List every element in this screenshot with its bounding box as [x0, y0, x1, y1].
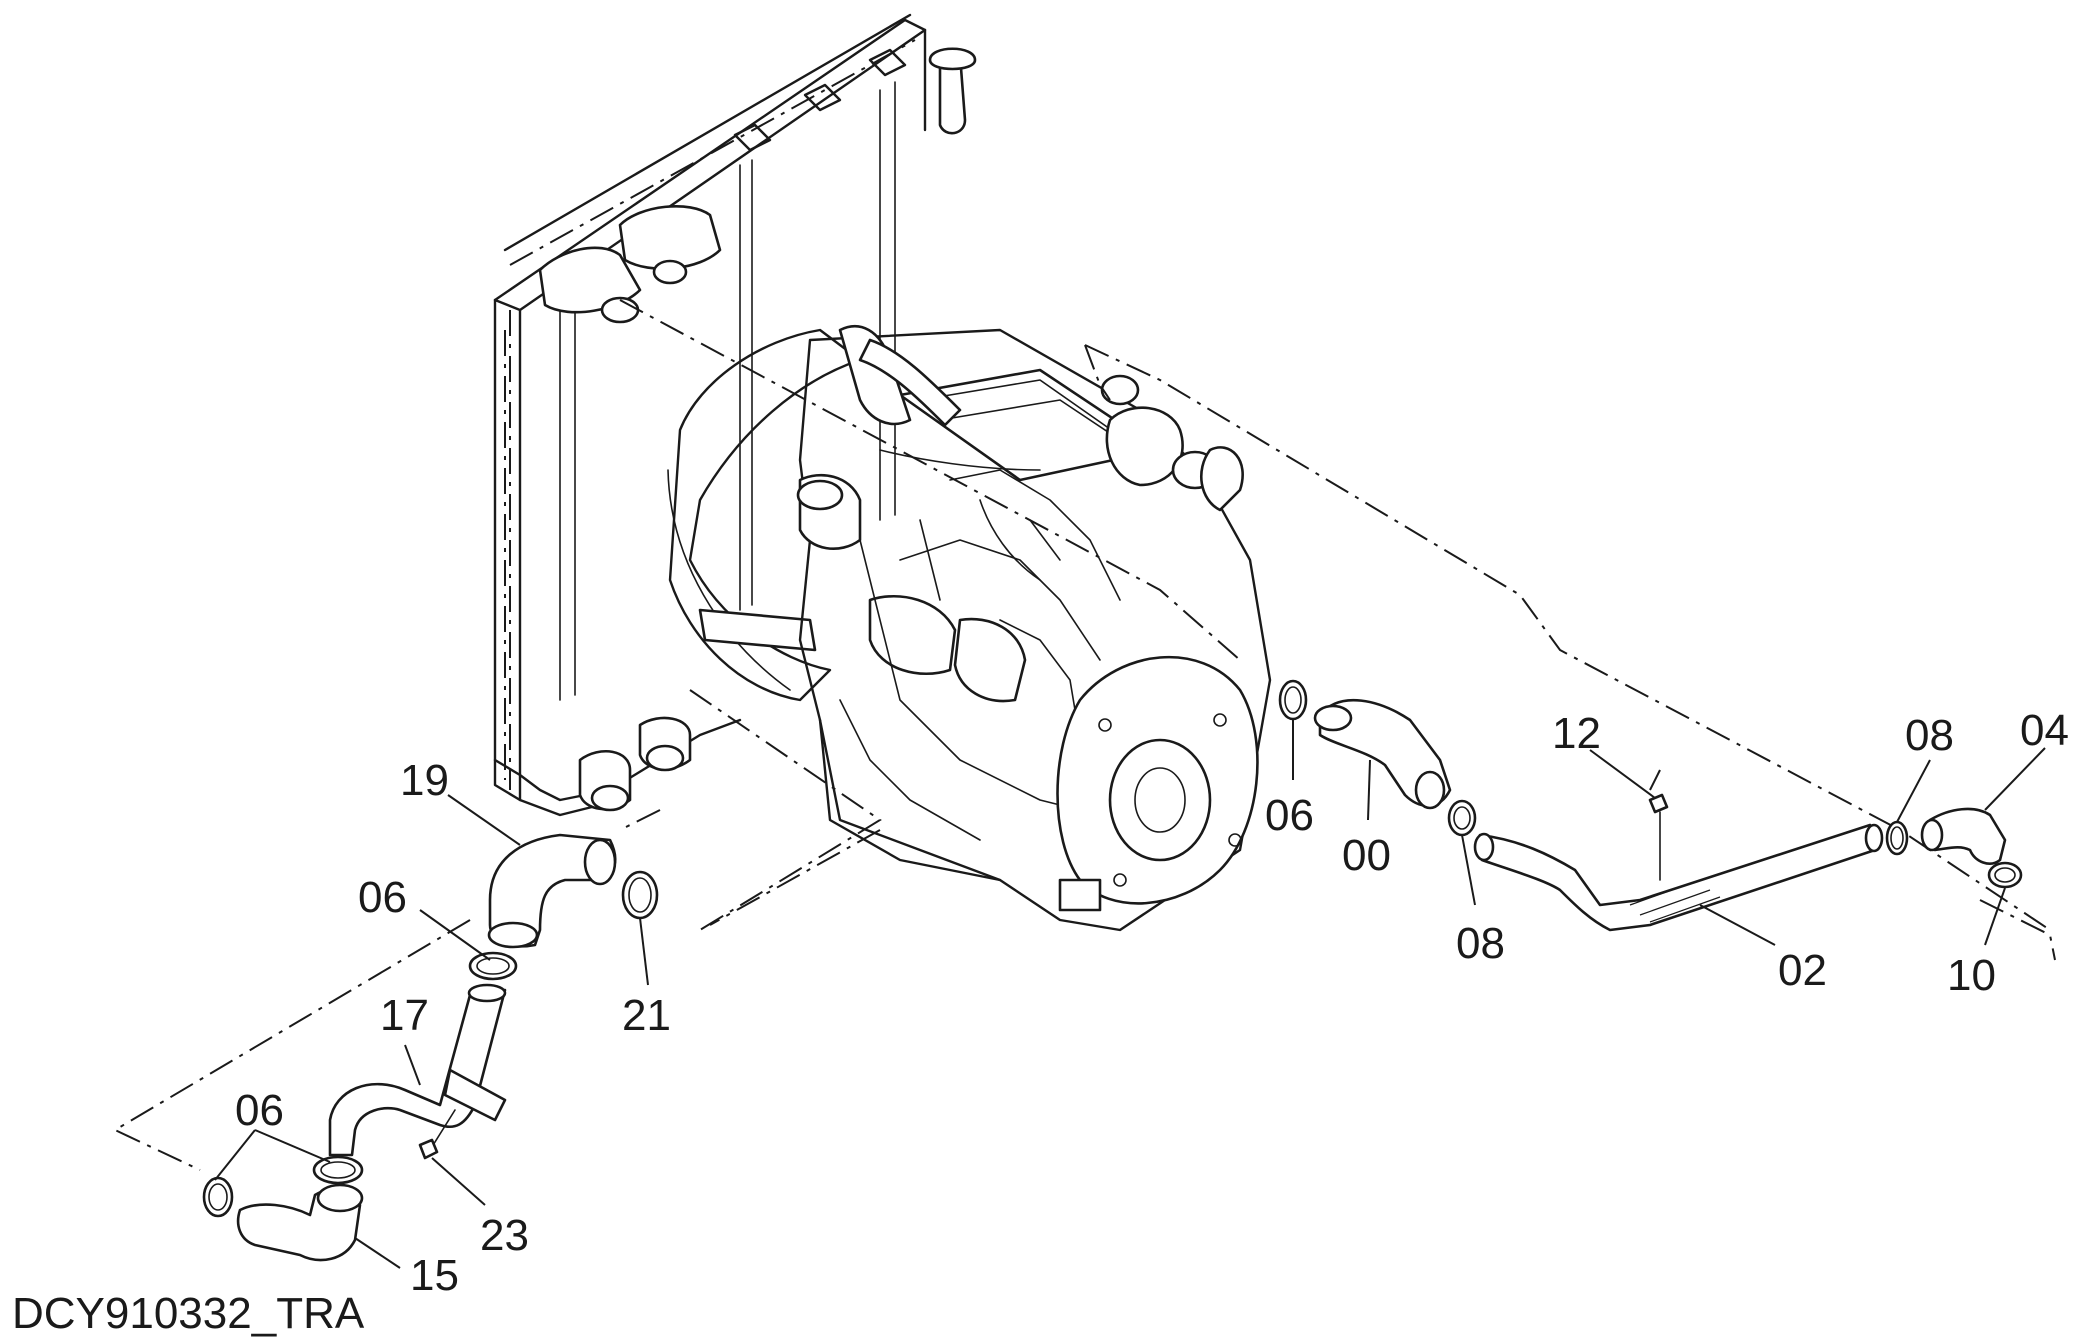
callout-02: 02	[1778, 946, 1827, 995]
callout-08-upper: 08	[1905, 711, 1954, 760]
callout-19: 19	[400, 756, 449, 805]
callout-21: 21	[622, 991, 671, 1040]
callout-06-lower-left: 06	[235, 1086, 284, 1135]
callouts: 19 06 21 17 06 23 15 06 00 08 12 02 08 0…	[235, 706, 2069, 1300]
callout-23: 23	[480, 1211, 529, 1260]
callout-15: 15	[410, 1251, 459, 1300]
right-hose-group	[1278, 679, 2023, 932]
callout-10: 10	[1947, 951, 1996, 1000]
callout-00: 00	[1342, 831, 1391, 880]
callout-06-upper-left: 06	[358, 873, 407, 922]
callout-06-engine: 06	[1265, 791, 1314, 840]
bolt-23	[418, 1138, 439, 1160]
bolt-12	[1648, 793, 1669, 814]
callout-08-lower: 08	[1456, 919, 1505, 968]
drawing-code: DCY910332_TRA	[12, 1289, 365, 1338]
pipe-02	[1478, 823, 1877, 932]
callout-12: 12	[1552, 709, 1601, 758]
pipe-17	[328, 988, 507, 1157]
clamp-21	[621, 870, 659, 920]
radiator-assembly	[493, 13, 977, 817]
clamp-06-engine	[1278, 679, 1308, 721]
leader-lines	[214, 720, 2046, 1269]
callout-17: 17	[380, 991, 429, 1040]
clamp-08-lower	[1447, 799, 1477, 837]
clamp-06-upper	[468, 951, 518, 981]
callout-04: 04	[2020, 706, 2069, 755]
engine-assembly	[796, 324, 1272, 932]
hose-04	[1928, 807, 2007, 865]
lower-left-hose-group	[202, 833, 659, 1262]
clamp-10	[1987, 861, 2023, 889]
